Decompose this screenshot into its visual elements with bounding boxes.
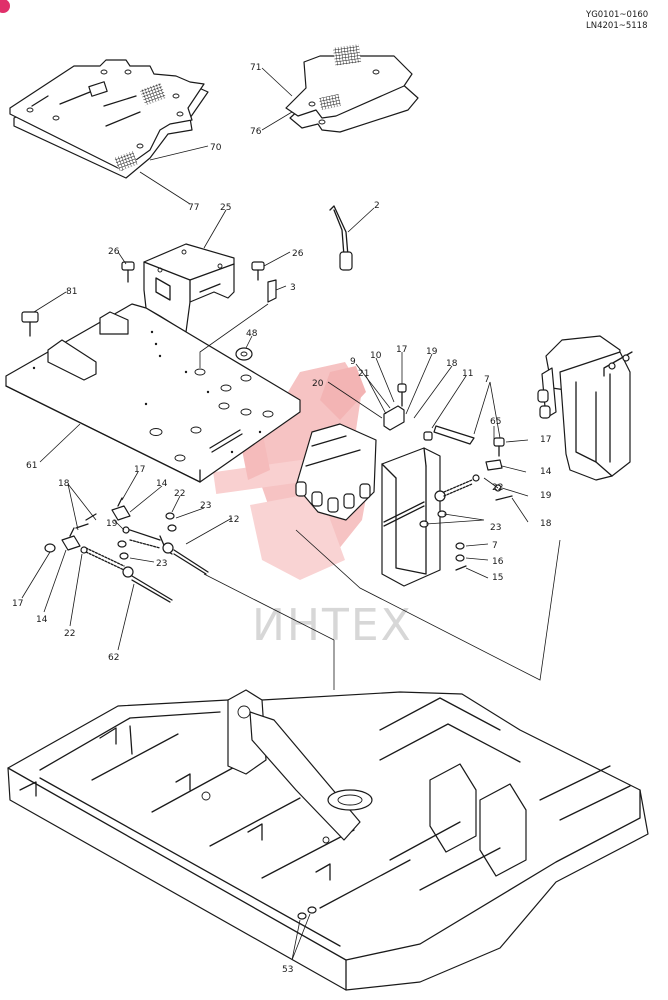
main-frame: [7, 689, 649, 991]
callout-81: 81: [66, 287, 77, 297]
callout-2: 2: [374, 201, 380, 211]
cable-bracket: [381, 447, 441, 587]
bolt-53-b: [307, 906, 317, 914]
callout-14-left: 14: [156, 479, 168, 489]
callout-23-left: 23: [200, 501, 211, 511]
callout-leaders: [21, 67, 529, 961]
small-bracket: [267, 279, 277, 303]
callout-19-right: 19: [540, 491, 552, 501]
control-cable-right: [383, 474, 480, 528]
control-valve-right: [537, 335, 633, 481]
callout-20: 20: [312, 379, 324, 389]
callout-23-lower: 23: [156, 559, 167, 569]
callout-18-left: 18: [58, 479, 70, 489]
bolt-81: [21, 311, 39, 337]
link-plate: [433, 425, 475, 445]
callout-61: 61: [26, 461, 37, 471]
callout-19-left: 19: [106, 519, 118, 529]
callout-17-right: 17: [540, 435, 551, 445]
floor-mat-small: [285, 44, 419, 133]
callout-25: 25: [220, 203, 231, 213]
callout-7-right: 7: [492, 541, 498, 551]
callout-26-left: 26: [108, 247, 120, 257]
callout-14-right: 14: [540, 467, 552, 477]
callout-23-right: 23: [490, 523, 501, 533]
lever-handle: [329, 205, 353, 271]
callout-19-top: 19: [426, 347, 438, 357]
grommet-48: [235, 347, 253, 361]
callout-18-top: 18: [446, 359, 458, 369]
cover-bracket: [143, 243, 235, 333]
callout-17-left: 17: [134, 465, 145, 475]
callout-17-top: 17: [396, 345, 407, 355]
callout-3: 3: [290, 283, 296, 293]
callout-18-right: 18: [540, 519, 552, 529]
callout-21: 21: [358, 369, 369, 379]
callout-7-top: 7: [484, 375, 490, 385]
callout-labels: 71 76 70 77 25 2 26 26 3 81 48 61 9 10 1…: [12, 63, 552, 975]
callout-62: 62: [108, 653, 119, 663]
callout-10: 10: [370, 351, 382, 361]
cable-clamp: [383, 383, 407, 431]
callout-70: 70: [210, 143, 222, 153]
bolt-26-right: [251, 261, 265, 281]
callout-53: 53: [282, 965, 293, 975]
callout-48: 48: [246, 329, 258, 339]
control-cable-12: [123, 527, 209, 575]
floor-plate: [5, 303, 301, 483]
control-valve-center: [295, 423, 377, 521]
callout-14-lower: 14: [36, 615, 48, 625]
callout-16: 16: [492, 557, 504, 567]
callout-15: 15: [492, 573, 503, 583]
floor-mat-large: [9, 59, 209, 179]
hardware-stack-left: [44, 497, 177, 560]
callout-22-right: 22: [492, 483, 503, 493]
callout-22-lower: 22: [64, 629, 75, 639]
bolt-26-left: [121, 261, 135, 283]
callout-22-left: 22: [174, 489, 185, 499]
callout-76: 76: [250, 127, 262, 137]
callout-26-right: 26: [292, 249, 304, 259]
serial-range-2: LN4201~5118: [586, 21, 647, 31]
callout-65: 65: [490, 417, 501, 427]
callout-11: 11: [462, 369, 473, 379]
watermark-text: ИНТЕХ: [252, 600, 413, 651]
callout-71: 71: [250, 63, 261, 73]
callout-17-lower: 17: [12, 599, 23, 609]
callout-9: 9: [350, 357, 356, 367]
callout-12: 12: [228, 515, 239, 525]
hardware-stack-right: [423, 431, 513, 571]
corner-marker-icon: [0, 0, 10, 13]
control-cable-62: [85, 547, 173, 603]
serial-range-1: YG0101~0160: [585, 10, 648, 20]
bolt-53-a: [297, 912, 307, 920]
callout-77: 77: [188, 203, 199, 213]
